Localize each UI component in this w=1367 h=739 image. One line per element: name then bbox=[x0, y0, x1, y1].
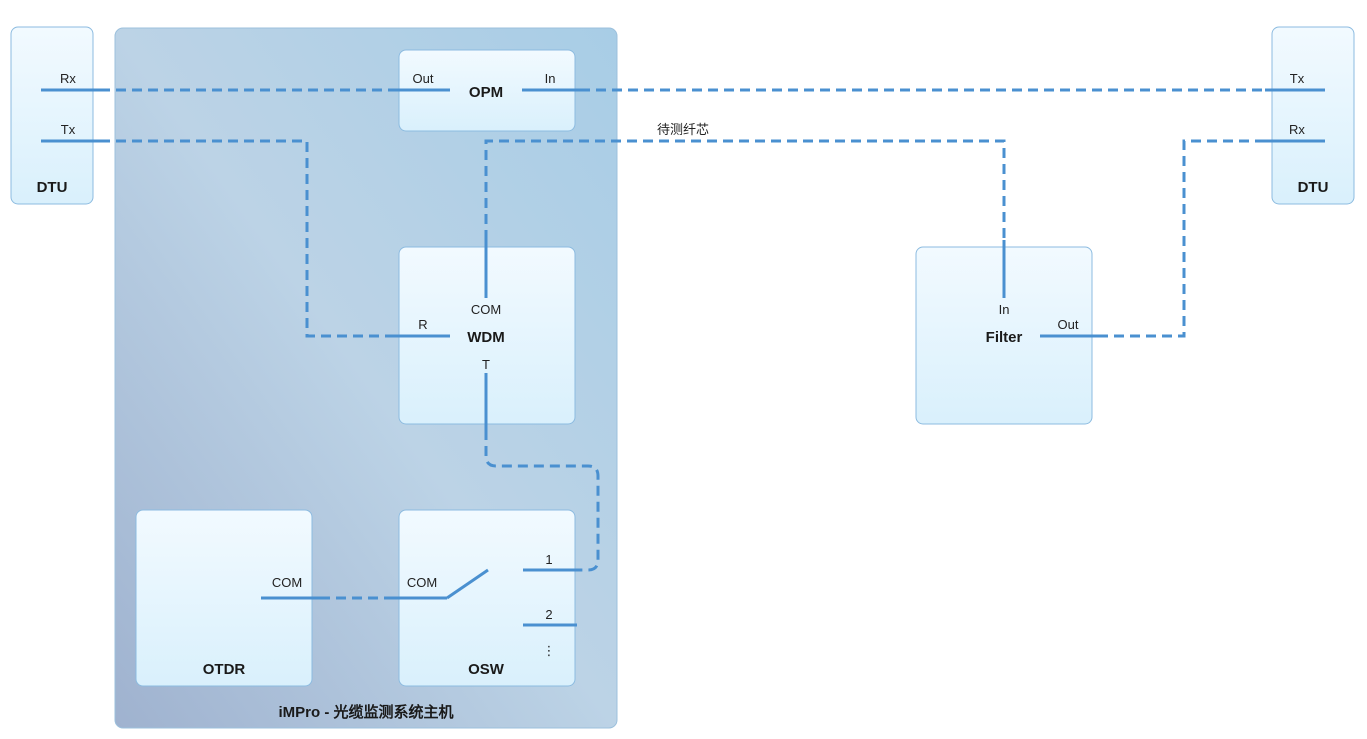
dtu-right-port-rx: Rx bbox=[1289, 122, 1305, 137]
otdr-module[interactable]: OTDR COM bbox=[135, 509, 313, 687]
osw-module[interactable]: OSW COM 1 2 ⋮ bbox=[398, 509, 576, 687]
link-wdm-t-to-osw-1 bbox=[484, 430, 600, 572]
dtu-right-port-tx: Tx bbox=[1290, 71, 1305, 86]
osw-port-2: 2 bbox=[545, 607, 552, 622]
filter-module[interactable]: Filter In Out bbox=[915, 246, 1093, 425]
osw-more-ports: ⋮ bbox=[543, 643, 556, 658]
wdm-port-t: T bbox=[482, 357, 490, 372]
osw-port-com: COM bbox=[407, 575, 437, 590]
dtu-left-title: DTU bbox=[37, 179, 68, 196]
wdm-port-r: R bbox=[418, 317, 427, 332]
osw-port-1: 1 bbox=[545, 552, 552, 567]
link-dtu-left-tx-to-wdm-r bbox=[100, 139, 392, 338]
filter-port-in: In bbox=[999, 302, 1010, 317]
opm-title: OPM bbox=[469, 84, 503, 101]
osw-switch-arm bbox=[446, 568, 489, 600]
dtu-right[interactable]: DTU Tx Rx bbox=[1271, 26, 1355, 205]
fiber-connections bbox=[100, 88, 1265, 600]
osw-title: OSW bbox=[468, 661, 505, 678]
otdr-title: OTDR bbox=[203, 661, 246, 678]
wdm-port-com: COM bbox=[471, 302, 501, 317]
opm-module[interactable]: OPM Out In bbox=[398, 49, 576, 132]
dtu-left-port-rx: Rx bbox=[60, 71, 76, 86]
dtu-left-port-tx: Tx bbox=[61, 122, 76, 137]
filter-title: Filter bbox=[986, 329, 1023, 346]
wdm-title: WDM bbox=[467, 329, 505, 346]
link-wdm-com-to-filter-in bbox=[484, 139, 1006, 240]
link-filter-out-to-dtu-right-rx bbox=[1098, 139, 1265, 338]
filter-port-out: Out bbox=[1058, 317, 1079, 332]
port-stubs bbox=[41, 88, 1325, 627]
dtu-left[interactable]: DTU Rx Tx bbox=[10, 26, 94, 205]
opm-port-out: Out bbox=[413, 71, 434, 86]
otdr-port-com: COM bbox=[272, 575, 302, 590]
dtu-right-title: DTU bbox=[1298, 179, 1329, 196]
opm-port-in: In bbox=[545, 71, 556, 86]
host-title: iMPro - 光缆监测系统主机 bbox=[279, 703, 454, 721]
fiber-under-test-label: 待测纤芯 bbox=[657, 122, 709, 137]
